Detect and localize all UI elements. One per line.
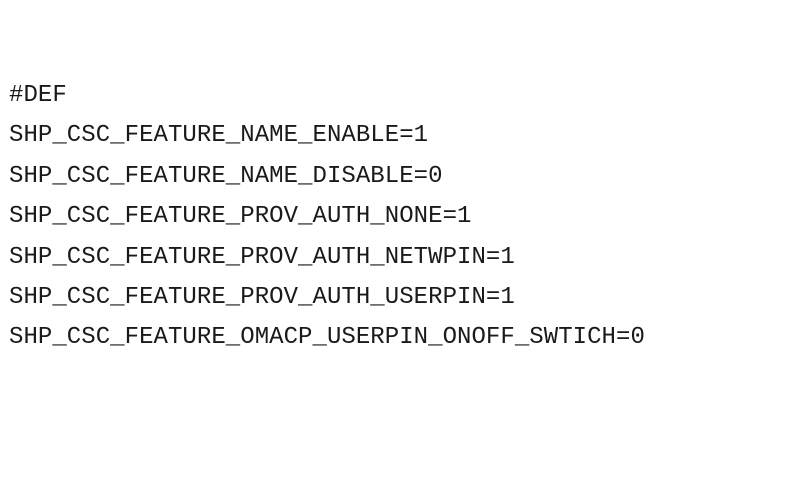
config-line-def: #DEF [9,82,67,109]
config-line-prov-auth-none: SHP_CSC_FEATURE_PROV_AUTH_NONE=1 [9,203,472,231]
config-text-block: #DEF SHP_CSC_FEATURE_NAME_ENABLE=1 SHP_C… [9,76,799,359]
config-line-name-disable: SHP_CSC_FEATURE_NAME_DISABLE=0 [9,162,443,190]
config-line-name-enable: SHP_CSC_FEATURE_NAME_ENABLE=1 [9,122,429,150]
config-line-omacp-userpin-onoff: SHP_CSC_FEATURE_OMACP_USERPIN_ONOFF_SWTI… [9,324,645,352]
config-line-prov-auth-userpin: SHP_CSC_FEATURE_PROV_AUTH_USERPIN=1 [9,283,515,311]
config-line-prov-auth-netwpin: SHP_CSC_FEATURE_PROV_AUTH_NETWPIN=1 [9,243,515,271]
